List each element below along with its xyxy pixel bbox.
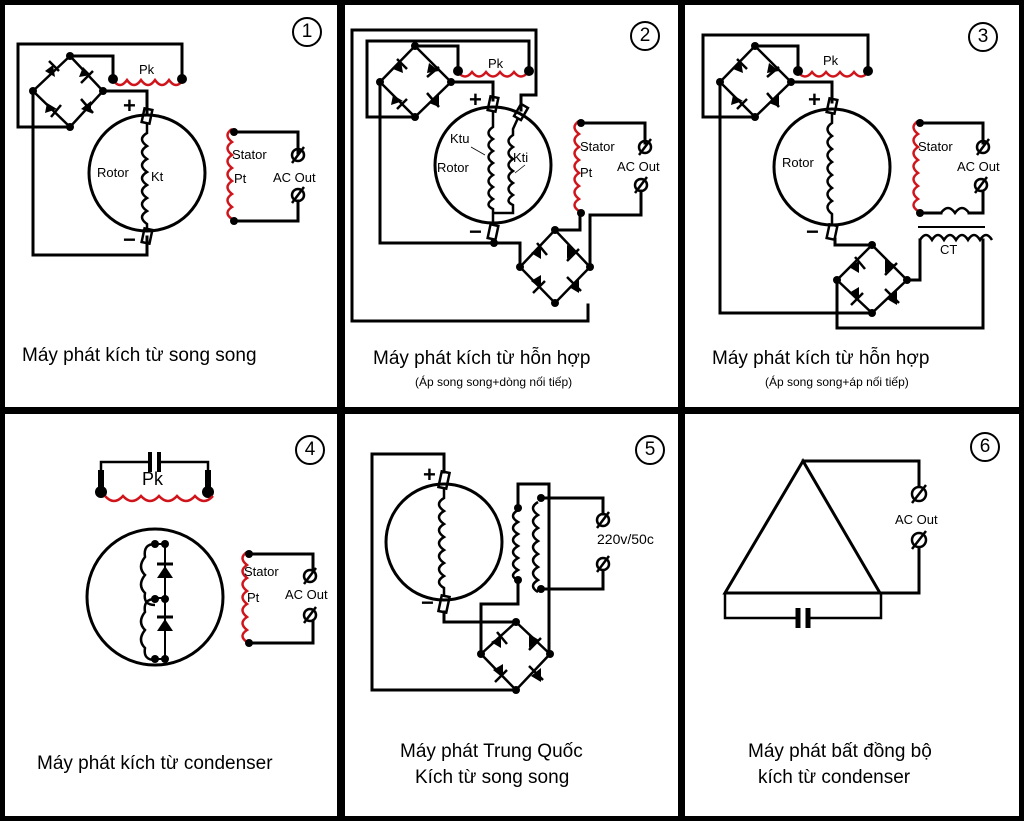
ac-out-label: AC Out [957,159,1000,174]
panel-caption: Máy phát kích từ hỗn hợp [712,348,930,369]
plus-sign: + [808,87,821,112]
exciter-label: Pk [139,62,155,77]
panel-caption: Máy phát kích từ song song [22,345,257,366]
output-terminal-icon [290,146,306,164]
plus-sign: + [123,93,136,118]
ac-out-label: AC Out [895,512,938,527]
rotor-winding-label: Kt [151,169,164,184]
exciter-label: Pk [488,56,504,71]
stator-label: Stator [232,147,267,162]
stator-label: Stator [244,564,279,579]
panel-number-badge: 6 [970,432,1000,462]
minus-sign: − [806,219,819,244]
circuit-diagram-compound-current [350,28,653,323]
rotor-label: Rotor [97,165,129,180]
panel-caption: Máy phát kích từ hỗn hợp [373,348,591,369]
circuit-diagram-induction-generator [722,458,928,628]
diagram-panel-2: 2 Pk + − Ktu Rotor Kti Stator Pt AC Out … [345,5,678,407]
rotor-current-winding-label: Kti [513,150,529,165]
diagram-panel-5: 5 + − 220v/50c Máy phát Trung Quốc Kích … [345,414,678,816]
ac-out-label: AC Out [617,159,660,174]
rotor-circle [87,113,207,233]
diode-icon [45,103,62,118]
exciter-coil [111,77,185,87]
ac-out-label: AC Out [273,170,316,185]
panel-number-badge: 1 [292,17,322,47]
diode-icon [157,562,173,578]
output-terminal-icon [290,186,306,204]
rotor-voltage-winding-label: Ktu [450,131,470,146]
current-transformer-label: CT [940,242,958,257]
panel-subcaption: (Áp song song+dòng nối tiếp) [415,375,573,389]
stator-winding-label: Pt [247,590,260,605]
minus-sign: − [421,590,434,615]
ac-out-label: AC Out [285,587,328,602]
output-voltage-label: 220v/50c [597,531,654,547]
stator-label: Stator [580,139,615,154]
diode-icon [45,60,60,77]
rotor-label: Rotor [782,155,814,170]
diagram-panel-6: 6 AC Out Máy phát bất đồng bộ kích từ co… [685,414,1019,816]
diode-icon [157,615,173,631]
rotor-label: Rotor [437,160,469,175]
circuit-diagram-shunt [16,42,306,257]
panel-caption: Máy phát Trung Quốc [400,741,583,762]
circuit-diagram-compound-voltage [701,33,994,330]
plus-sign: + [423,462,436,487]
panel-caption: Máy phát bất đồng bộ [748,741,932,762]
diagram-panel-3: 3 Pk + − Rotor Stator AC Out CT Máy phát… [685,5,1019,407]
panel-number-badge: 2 [630,21,660,51]
minus-sign: − [469,219,482,244]
exciter-label: Pk [823,53,839,68]
panel-subcaption: (Áp song song+áp nối tiếp) [765,375,909,389]
stator-winding-label: Pt [580,165,593,180]
bridge-rectifier [31,54,105,129]
diagram-panel-4: 4 Pk Stator Pt AC Out Máy phát kích từ c… [5,414,337,816]
current-transformer-coil [918,233,994,243]
panel-number-badge: 3 [968,22,998,52]
stator-delta-winding [722,458,883,595]
plus-sign: + [469,87,482,112]
stator-label: Stator [918,139,953,154]
circuit-diagram-capacitor-excited [85,452,318,667]
panel-number-badge: 5 [635,435,665,465]
diagram-panel-1: 1 Pk + − Rotor Kt Stator Pt AC Out Máy p… [5,5,337,407]
diode-icon [79,67,94,84]
panel-subcaption: kích từ condenser [758,767,911,788]
circuit-diagram-chinese-shunt [370,452,611,694]
panel-number-badge: 4 [295,435,325,465]
exciter-label: Pk [142,469,164,489]
panel-caption: Máy phát kích từ condenser [37,753,273,774]
minus-sign: − [123,227,136,252]
panel-subcaption: Kích từ song song [415,767,570,788]
diode-icon [80,98,94,114]
stator-winding-label: Pt [234,171,247,186]
